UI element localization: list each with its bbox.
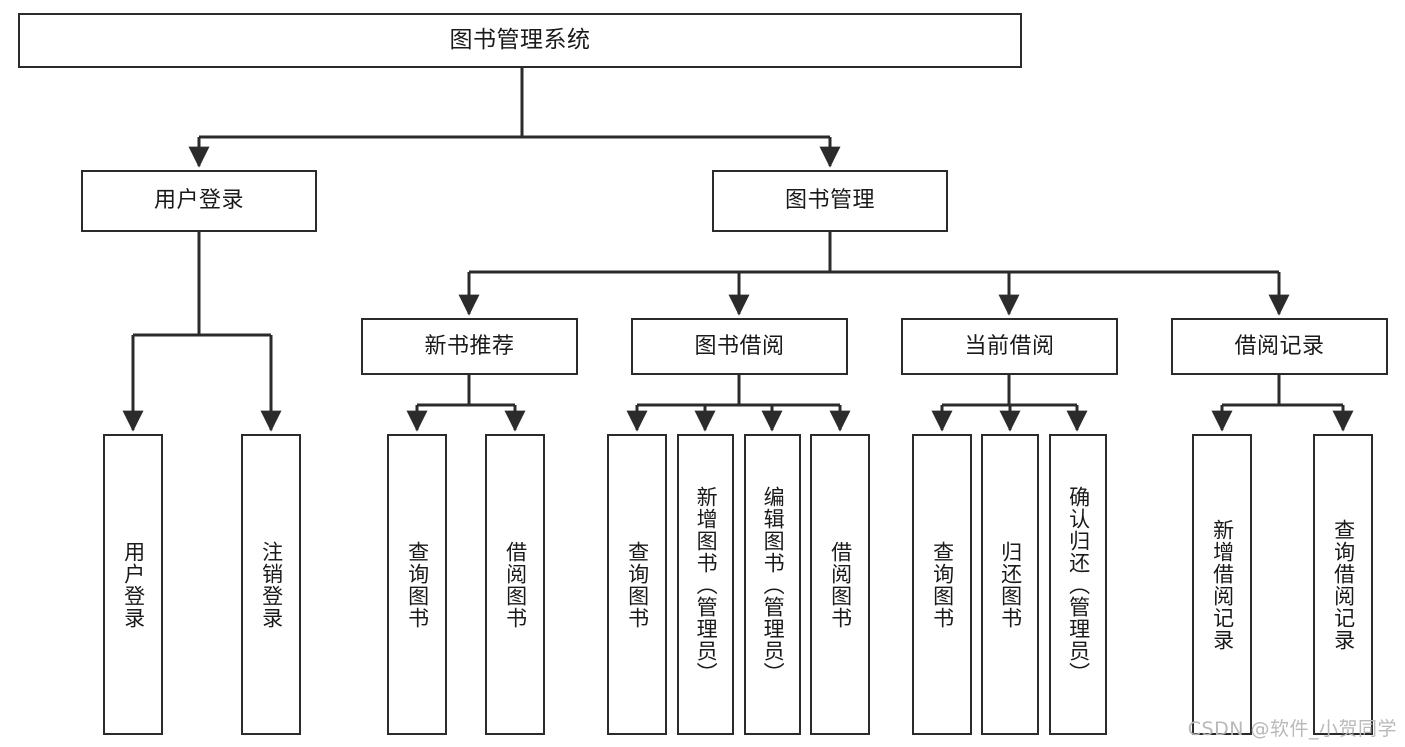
node-label: 确认归还（管理员）	[1066, 485, 1091, 684]
node-root-library-management-system[interactable]: 图书管理系统	[18, 13, 1022, 68]
node-label: 图书借阅	[694, 333, 785, 359]
leaf-borrow-record-add[interactable]: 新增借阅记录	[1192, 434, 1252, 735]
node-label: 新增借阅记录	[1210, 518, 1235, 651]
node-user-login[interactable]: 用户登录	[81, 170, 317, 232]
node-label: 查询借阅记录	[1331, 518, 1356, 651]
node-label: 图书管理系统	[449, 27, 591, 53]
leaf-book-borrow-edit-admin[interactable]: 编辑图书（管理员）	[744, 434, 801, 735]
leaf-current-borrow-query[interactable]: 查询图书	[912, 434, 972, 735]
node-label: 注销登录	[259, 540, 284, 629]
node-new-book-recommend[interactable]: 新书推荐	[361, 318, 578, 375]
node-label: 归还图书	[998, 540, 1023, 629]
leaf-current-borrow-return[interactable]: 归还图书	[981, 434, 1039, 735]
leaf-current-borrow-confirm-admin[interactable]: 确认归还（管理员）	[1049, 434, 1107, 735]
node-current-borrow[interactable]: 当前借阅	[901, 318, 1118, 375]
node-borrow-record[interactable]: 借阅记录	[1171, 318, 1388, 375]
node-label: 用户登录	[121, 540, 146, 629]
node-label: 新书推荐	[424, 333, 515, 359]
node-label: 查询图书	[930, 540, 955, 629]
leaf-user-login-login[interactable]: 用户登录	[103, 434, 163, 735]
leaf-user-login-logout[interactable]: 注销登录	[241, 434, 301, 735]
node-label: 查询图书	[625, 540, 650, 629]
node-label: 用户登录	[153, 188, 244, 213]
node-label: 借阅记录	[1234, 333, 1325, 359]
csdn-watermark: CSDN @软件_小贺同学	[1187, 718, 1397, 740]
leaf-book-borrow-borrow[interactable]: 借阅图书	[810, 434, 870, 735]
node-label: 编辑图书（管理员）	[761, 485, 786, 684]
node-label: 新增图书（管理员）	[694, 485, 719, 684]
node-label: 借阅图书	[828, 540, 853, 629]
node-label: 借阅图书	[503, 540, 528, 629]
leaf-new-book-query[interactable]: 查询图书	[387, 434, 447, 735]
leaf-new-book-borrow[interactable]: 借阅图书	[485, 434, 545, 735]
node-book-management[interactable]: 图书管理	[712, 170, 948, 232]
node-label: 查询图书	[405, 540, 430, 629]
node-book-borrow[interactable]: 图书借阅	[631, 318, 848, 375]
leaf-borrow-record-query[interactable]: 查询借阅记录	[1313, 434, 1373, 735]
leaf-book-borrow-query[interactable]: 查询图书	[607, 434, 667, 735]
node-label: 图书管理	[784, 188, 875, 213]
leaf-book-borrow-add-admin[interactable]: 新增图书（管理员）	[677, 434, 734, 735]
node-label: 当前借阅	[964, 333, 1055, 359]
